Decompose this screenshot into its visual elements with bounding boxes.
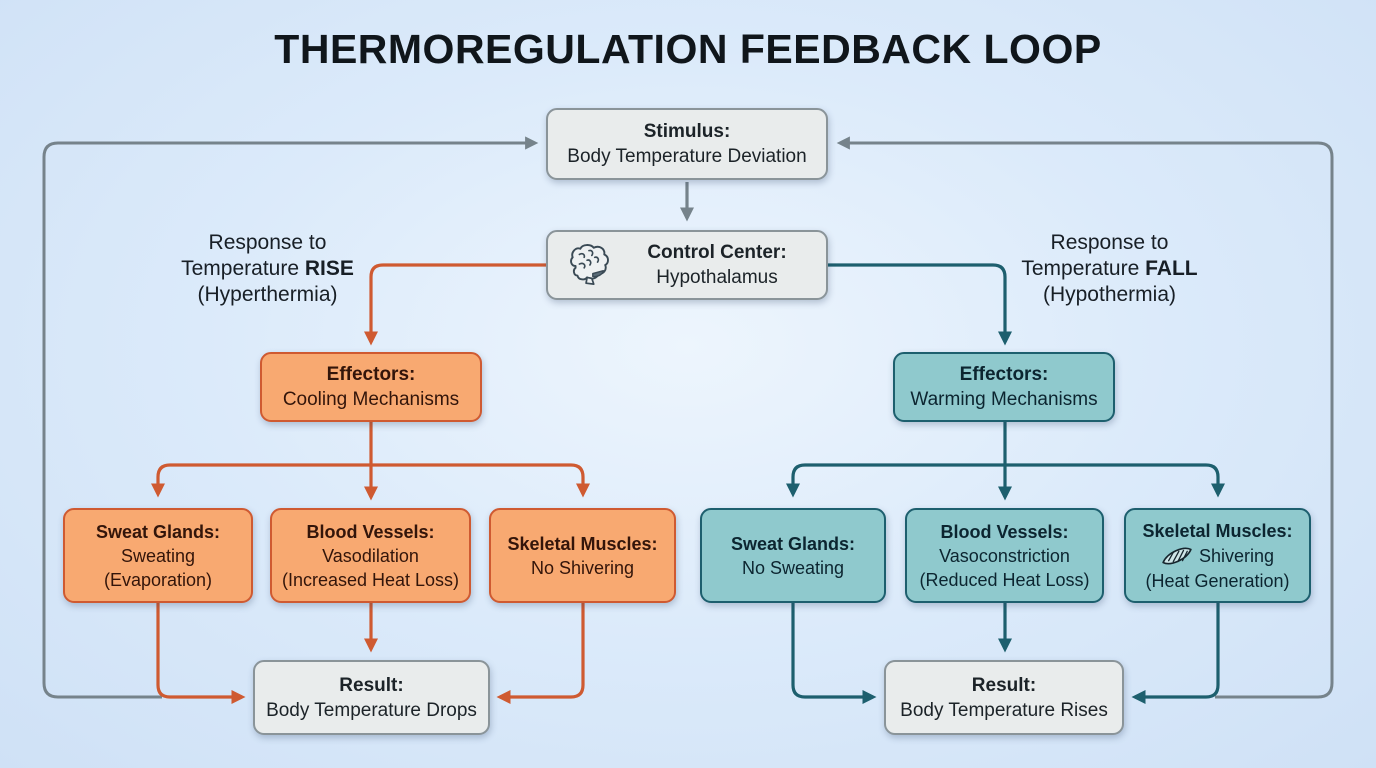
stimulus-box: Stimulus: Body Temperature Deviation — [546, 108, 828, 180]
brain-icon — [570, 244, 609, 285]
control-center-subtitle: Hypothalamus — [656, 267, 778, 288]
arrow-control-to-cooling — [363, 263, 546, 346]
skeletal-muscles-hot-title: Skeletal Muscles: — [507, 533, 658, 554]
result-cold-subtitle: Body Temperature Rises — [900, 699, 1108, 721]
cooling-effectors-box: Effectors: Cooling Mechanisms — [260, 352, 482, 422]
blood-vessels-cold-line3: (Reduced Heat Loss) — [919, 569, 1090, 590]
sweat-glands-cold-line2: No Sweating — [741, 557, 845, 578]
response-fall-line1: Response to — [1050, 231, 1169, 254]
result-hot-title: Result: — [339, 674, 404, 696]
response-rise-line3: (Hyperthermia) — [197, 283, 338, 306]
blood-vessels-cold-line2: Vasoconstriction — [939, 545, 1070, 566]
blood-vessels-cold-title: Blood Vessels: — [940, 521, 1069, 542]
sweat-glands-cold-box: Sweat Glands: No Sweating — [700, 508, 886, 603]
skeletal-muscles-cold-box: Skeletal Muscles: Shivering (Heat Genera… — [1124, 508, 1311, 603]
response-rise-line2-pre: Temperature — [181, 257, 305, 280]
response-rise-label: Response to Temperature RISE (Hypertherm… — [150, 230, 385, 308]
arrow-warming-to-muscles — [1005, 463, 1226, 498]
muscle-icon — [1162, 547, 1192, 564]
skeletal-muscles-cold-line2-text: Shivering — [1198, 545, 1275, 566]
response-fall-line2: Temperature FALL — [992, 256, 1227, 282]
response-rise-line1: Response to — [208, 231, 327, 254]
skeletal-muscles-hot-line2: No Shivering — [530, 557, 635, 578]
feedback-loop-right — [836, 136, 1334, 699]
feedback-loop-left — [42, 136, 539, 699]
warming-effectors-subtitle: Warming Mechanisms — [910, 389, 1098, 410]
arrow-muscles-to-result-hot — [496, 603, 585, 705]
blood-vessels-hot-title: Blood Vessels: — [306, 521, 435, 542]
cooling-effectors-title: Effectors: — [326, 364, 416, 385]
arrow-muscles-to-result-cold — [1131, 603, 1220, 705]
response-fall-label: Response to Temperature FALL (Hypothermi… — [992, 230, 1227, 308]
result-cold-box: Result: Body Temperature Rises — [884, 660, 1124, 735]
response-fall-keyword: FALL — [1145, 257, 1198, 280]
cooling-effectors-subtitle: Cooling Mechanisms — [282, 389, 460, 410]
stimulus-subtitle: Body Temperature Deviation — [567, 146, 807, 167]
control-center-box: Control Center: Hypothalamus — [546, 230, 828, 300]
response-rise-keyword: RISE — [304, 257, 354, 280]
response-rise-line2: Temperature RISE — [150, 256, 385, 282]
arrow-cooling-to-sweat — [150, 463, 371, 498]
result-hot-box: Result: Body Temperature Drops — [253, 660, 490, 735]
arrow-control-to-warming — [828, 263, 1013, 346]
arrow-cooling-to-muscles — [371, 463, 591, 498]
control-center-title: Control Center: — [647, 242, 787, 263]
sweat-glands-hot-line3: (Evaporation) — [103, 569, 213, 590]
diagram-title: THERMOREGULATION FEEDBACK LOOP — [274, 26, 1102, 72]
response-fall-line3: (Hypothermia) — [1042, 283, 1177, 306]
skeletal-muscles-cold-line2: Shivering — [1161, 543, 1274, 569]
sweat-glands-hot-box: Sweat Glands: Sweating (Evaporation) — [63, 508, 253, 603]
sweat-glands-cold-title: Sweat Glands: — [730, 533, 856, 554]
stimulus-title: Stimulus: — [643, 121, 731, 142]
skeletal-muscles-hot-box: Skeletal Muscles: No Shivering — [489, 508, 676, 603]
result-cold-title: Result: — [971, 674, 1037, 696]
warming-effectors-title: Effectors: — [959, 364, 1049, 385]
warming-effectors-box: Effectors: Warming Mechanisms — [893, 352, 1115, 422]
blood-vessels-hot-line3: (Increased Heat Loss) — [281, 569, 460, 590]
arrow-sweat-to-result-hot — [156, 603, 246, 705]
result-hot-subtitle: Body Temperature Drops — [266, 699, 477, 721]
sweat-glands-hot-line2: Sweating — [120, 545, 196, 566]
skeletal-muscles-cold-title: Skeletal Muscles: — [1142, 520, 1293, 541]
response-fall-line2-pre: Temperature — [1021, 257, 1146, 280]
skeletal-muscles-cold-line3: (Heat Generation) — [1145, 570, 1290, 591]
arrow-sweat-to-result-cold — [791, 603, 877, 705]
blood-vessels-cold-box: Blood Vessels: Vasoconstriction (Reduced… — [905, 508, 1104, 603]
sweat-glands-hot-title: Sweat Glands: — [95, 521, 221, 542]
blood-vessels-hot-box: Blood Vessels: Vasodilation (Increased H… — [270, 508, 471, 603]
blood-vessels-hot-line2: Vasodilation — [322, 545, 419, 566]
arrow-warming-to-sweat — [785, 463, 1005, 498]
